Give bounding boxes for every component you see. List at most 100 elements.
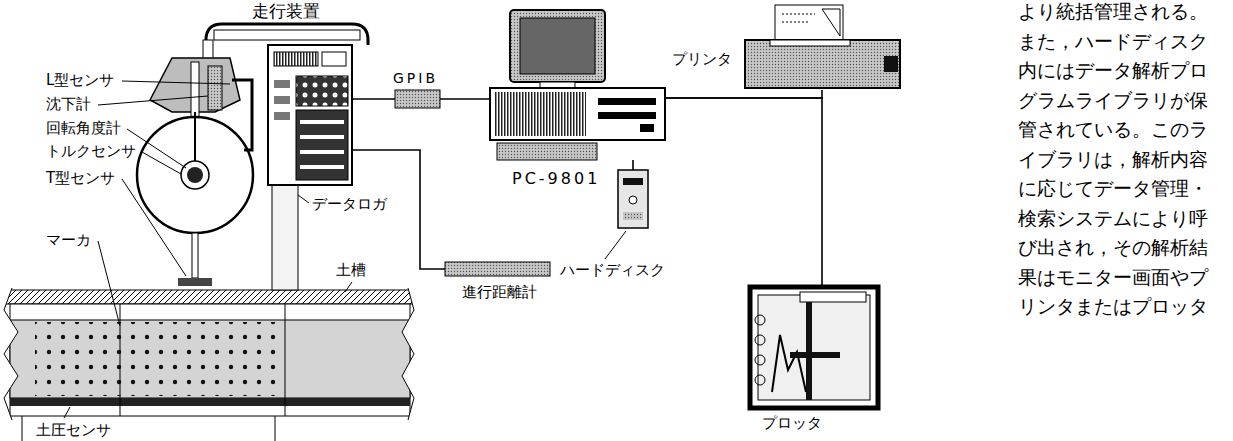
paper-loop — [755, 335, 765, 345]
printer-label: プリンタ — [672, 51, 732, 68]
tank-line — [285, 304, 286, 416]
plotter-display — [800, 292, 866, 302]
plot-bed — [758, 295, 870, 400]
paper-slot — [770, 40, 850, 46]
disk-slot — [623, 178, 643, 185]
paper — [775, 5, 843, 41]
support-line — [275, 416, 276, 441]
cpu-vent — [494, 92, 586, 136]
drive-slot — [598, 98, 656, 105]
pen-carriage — [790, 352, 840, 358]
soil-layer — [10, 320, 410, 398]
panel-bar — [300, 150, 344, 154]
body-text: より統括管理される。 また，ハードディスク 内にはデータ解析プロ グラムライブラ… — [1018, 0, 1216, 322]
disk-case — [618, 170, 648, 228]
input-panel — [296, 76, 348, 106]
leader-line — [98, 96, 208, 105]
panel-bar — [300, 165, 344, 169]
panel-key — [274, 80, 290, 88]
shaft — [194, 112, 196, 161]
sensor-name: トルクセンサ — [46, 143, 136, 160]
signal-cable — [352, 98, 395, 100]
soil-tank — [0, 288, 424, 441]
control-panel — [296, 110, 348, 180]
t-sensor-plate — [178, 278, 212, 286]
t-sensor-stem — [192, 233, 198, 278]
rotation-gauge — [187, 167, 203, 183]
cpu-box — [490, 88, 665, 140]
printer-body — [745, 40, 900, 88]
print-line — [782, 22, 810, 23]
plot-curve — [772, 335, 806, 392]
sensor-name: 土圧センサ — [36, 422, 111, 439]
tank-line — [120, 304, 121, 416]
gpib-interface-label: GPIB — [393, 70, 438, 86]
paper-loop — [755, 375, 765, 385]
distance-meter-label: 進行距離計 — [462, 284, 537, 301]
plotter-frame — [750, 287, 878, 408]
sensor-name: L型センサ — [46, 72, 114, 89]
personal-computer-label: PC-9801 — [512, 170, 600, 188]
panel-key — [274, 96, 290, 104]
distance-meter-bar — [445, 262, 550, 276]
data-logger: データロガ — [268, 45, 352, 185]
break-mark — [4, 288, 18, 420]
leader-line — [98, 241, 120, 326]
leader-line — [605, 231, 626, 259]
data-logger-label: データロガ — [312, 196, 387, 213]
printer-picture — [745, 5, 900, 88]
monitor — [510, 10, 605, 82]
sensor-rod — [191, 62, 199, 117]
pc-picture — [490, 10, 665, 160]
print-line — [782, 14, 815, 15]
pressure-sensor-strip — [10, 398, 410, 406]
sensor-name: 回転角度計 — [46, 120, 121, 137]
part-name: マーカ — [46, 232, 91, 249]
panel — [322, 52, 346, 66]
switch — [640, 124, 654, 132]
part-name: 土槽 — [336, 262, 366, 279]
leader-line — [142, 152, 181, 174]
distance-meter: 進行距離計 — [445, 262, 550, 276]
signal-cable — [632, 160, 634, 170]
break-mark — [402, 288, 414, 420]
break-mask — [402, 288, 424, 420]
running-device — [137, 24, 368, 290]
gantry-beam — [214, 30, 360, 40]
panel-bar — [300, 135, 344, 139]
data-logger-picture — [268, 45, 352, 185]
screen — [520, 18, 595, 74]
keyboard — [497, 143, 597, 160]
leader-line — [122, 179, 186, 276]
plotter-picture — [750, 287, 878, 408]
support-line — [22, 416, 23, 441]
rail — [0, 290, 420, 304]
assembly-name: 走行装置 — [252, 2, 320, 22]
paper-loop — [755, 355, 765, 365]
marker-grid — [35, 322, 280, 396]
cabinet — [268, 45, 352, 185]
test-wheel — [137, 117, 253, 233]
leader-line — [345, 282, 352, 292]
hard-disk-picture — [618, 170, 648, 228]
tank-body — [10, 304, 410, 416]
plotter: プロッタ — [748, 285, 880, 410]
signal-cable — [665, 90, 822, 98]
gpib-box — [395, 90, 440, 108]
vent — [274, 52, 318, 66]
signal-cable — [440, 98, 490, 100]
panel-key — [274, 112, 290, 120]
leader-line — [64, 407, 70, 418]
printer: プリンタ — [745, 5, 900, 90]
disk-lamp — [629, 196, 637, 204]
personal-computer: PC-9801 — [490, 10, 665, 160]
break-mask — [0, 288, 18, 420]
cabinet-column — [272, 185, 298, 290]
disk-panel — [623, 212, 643, 220]
plotter-label: プロッタ — [762, 415, 822, 432]
torque-sensor — [181, 161, 209, 189]
paper-loop — [755, 315, 765, 325]
leader-line — [298, 195, 309, 203]
leader-line — [122, 81, 230, 84]
leader-lines — [64, 81, 626, 418]
